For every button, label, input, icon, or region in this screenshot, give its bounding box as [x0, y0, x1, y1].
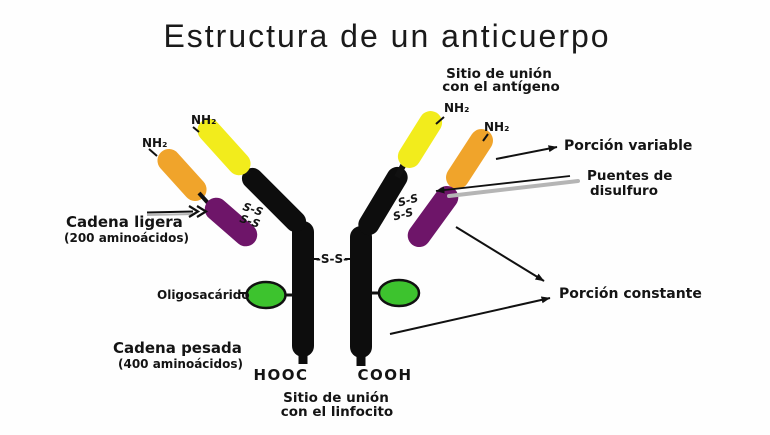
heavy-chain-stems: -S-S-	[292, 221, 372, 366]
cadena-ligera-chevron-1	[188, 205, 201, 218]
puentes-label-line2: disulfuro	[590, 183, 658, 199]
puentes-arrow	[435, 175, 571, 194]
oligosacarido-label: Oligosacárido	[157, 288, 250, 302]
left-heavy-chain-stem	[292, 221, 314, 357]
cadena-ligera-label-line1: Cadena ligera	[66, 213, 183, 231]
nh2-label-right-inner: NH₂	[444, 101, 469, 115]
left-light-chain-variable-segment	[157, 149, 207, 201]
cadena-ligera-arrow	[146, 210, 194, 214]
antigen-site-label-line1: Sitio de unión	[446, 66, 552, 82]
right-oligosaccharide-oval	[377, 278, 421, 308]
left-outer-nh2-tick	[148, 148, 158, 157]
right-heavy-chain-variable-segment	[397, 111, 443, 168]
porcion-constante-arrow-lower	[389, 296, 551, 335]
left-ss-bond-label-1: S-S	[241, 200, 265, 219]
page-title: Estructura de un anticuerpo	[163, 18, 610, 54]
left-ss-bond-label-2: S-S	[238, 212, 262, 231]
right-arm: S-S S-S	[358, 111, 493, 248]
central-ss-bond-label: -S-S-	[316, 252, 348, 266]
porcion-variable-label: Porción variable	[564, 138, 692, 154]
cadena-pesada-label-line1: Cadena pesada	[113, 339, 242, 357]
cooh-label: COOH	[357, 366, 412, 384]
porcion-variable-arrow	[495, 145, 558, 160]
hooc-label: HOOC	[253, 366, 308, 384]
left-light-chain-hinge	[197, 191, 210, 205]
right-outer-nh2-tick	[482, 133, 489, 142]
cadena-ligera-chevron-2	[196, 205, 209, 218]
left-stem-terminal	[298, 351, 308, 364]
left-heavy-chain-variable-segment	[197, 118, 251, 176]
left-inner-nh2-tick	[192, 126, 200, 133]
cadena-ligera-arrow-shadow	[146, 213, 196, 216]
oligosaccharides	[240, 278, 421, 310]
left-heavy-chain-upper-segment	[241, 167, 307, 233]
left-light-chain-constant-segment	[204, 197, 258, 247]
puentes-label-line1: Puentes de	[587, 168, 672, 184]
annotation-arrows	[146, 145, 580, 335]
nh2-label-right-outer: NH₂	[484, 120, 509, 134]
linfocito-site-label-line2: con el linfocito	[281, 404, 393, 420]
puentes-gray-pointer	[447, 179, 580, 198]
cadena-ligera-label-line2: (200 aminoácidos)	[64, 231, 189, 245]
cadena-pesada-label-line2: (400 aminoácidos)	[118, 357, 243, 371]
nh2-label-left-inner: NH₂	[191, 113, 216, 127]
porcion-constante-label: Porción constante	[559, 286, 702, 302]
right-stem-terminal	[356, 353, 366, 366]
right-inner-nh2-tick	[435, 116, 445, 125]
right-light-chain-variable-segment	[446, 129, 493, 189]
nh2-label-left-outer: NH₂	[142, 136, 167, 150]
antigen-site-label-line2: con el antígeno	[442, 79, 560, 95]
right-heavy-chain-upper-segment	[358, 166, 408, 236]
right-ss-bond-label-2: S-S	[392, 206, 415, 224]
nh2-ticks	[148, 116, 489, 157]
right-heavy-chain-stem	[350, 226, 372, 358]
right-light-chain-constant-segment	[407, 185, 459, 248]
right-ss-bond-label-1: S-S	[397, 192, 420, 210]
porcion-constante-arrow-upper	[455, 226, 545, 282]
linfocito-site-label-line1: Sitio de unión	[283, 390, 389, 406]
text-labels: Sitio de unión con el antígeno NH₂ NH₂ N…	[64, 66, 702, 420]
left-oligosaccharide-oval	[245, 280, 287, 310]
left-arm: S-S S-S	[157, 118, 307, 247]
